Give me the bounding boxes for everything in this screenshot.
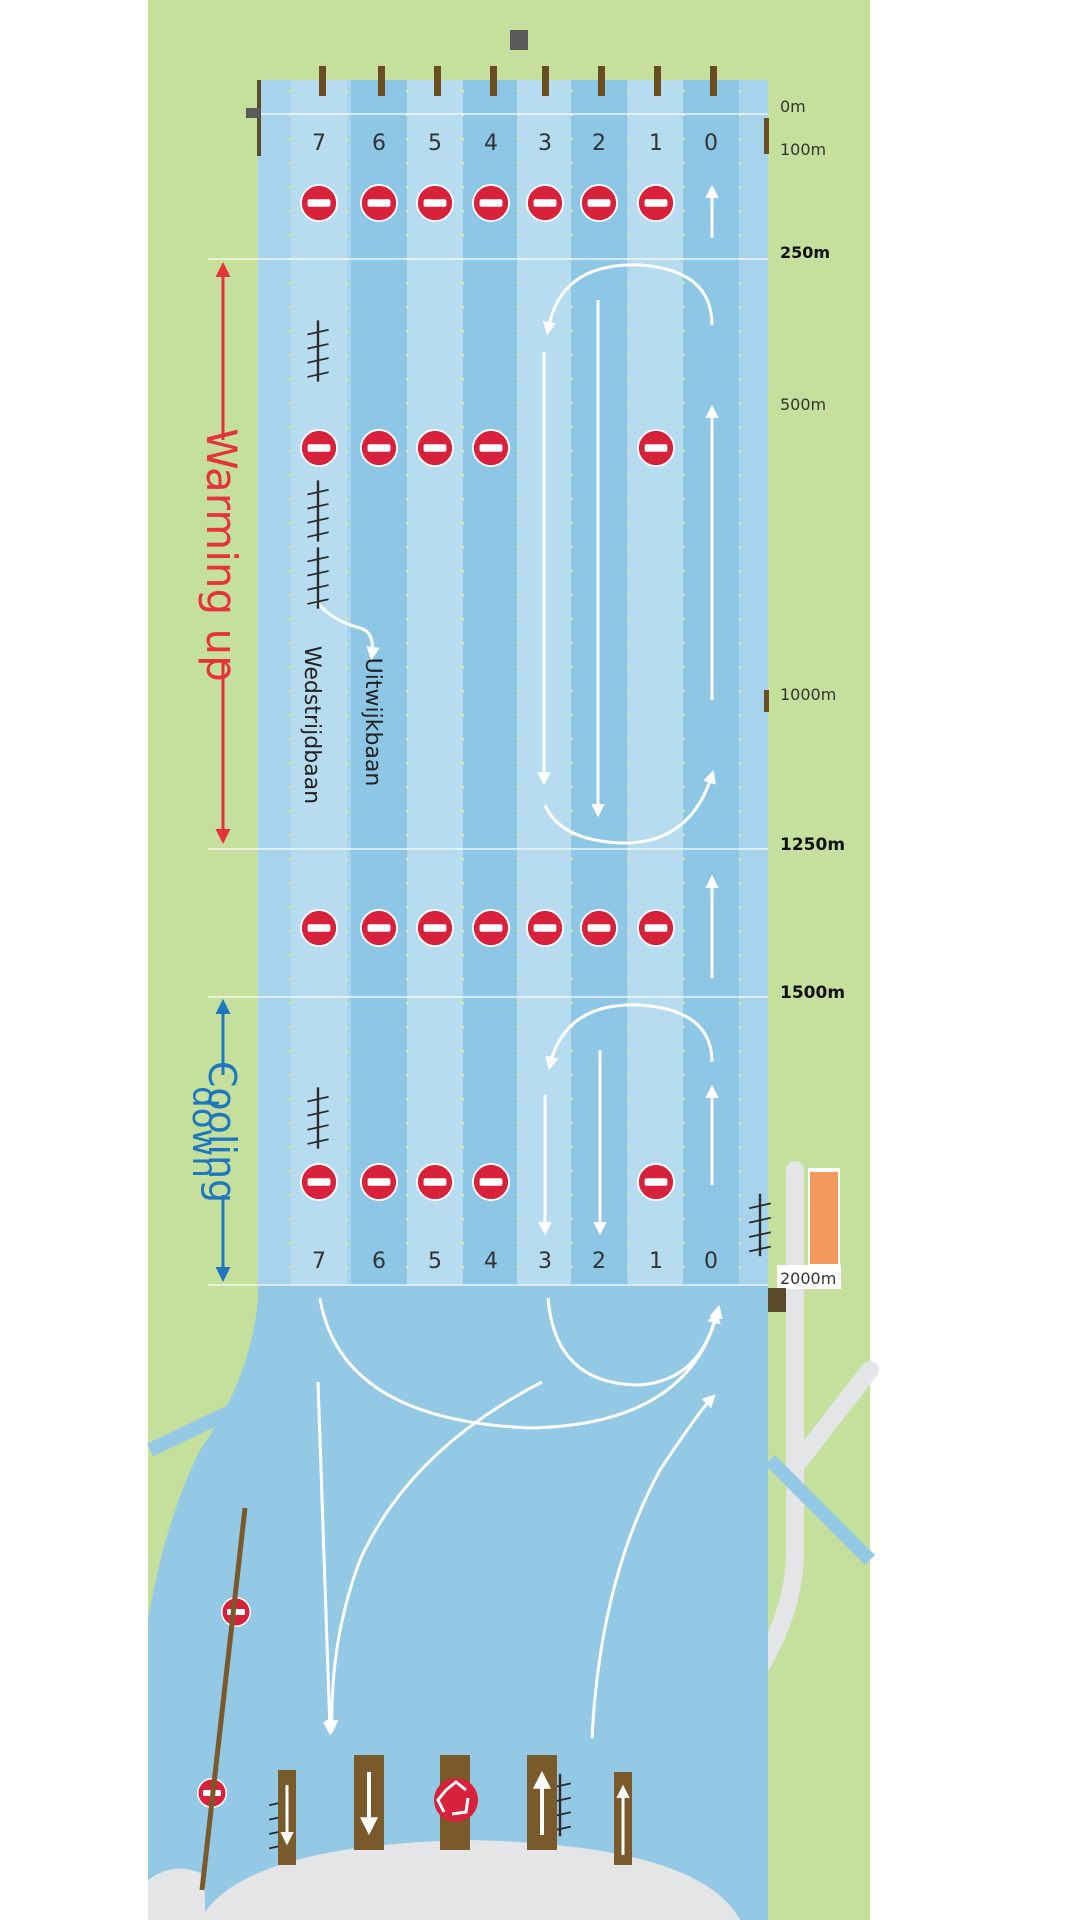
no-entry-icon <box>580 184 618 222</box>
no-entry-icon <box>526 909 564 947</box>
flow-arrow <box>318 1297 723 1430</box>
lane-stripe <box>291 80 347 1285</box>
start-post <box>598 66 605 96</box>
start-post <box>542 66 549 96</box>
lane-number: 7 <box>312 1249 326 1274</box>
no-entry-icon <box>360 1163 398 1201</box>
lane-number: 5 <box>428 1249 442 1274</box>
landing-area <box>200 1840 740 1920</box>
start-buoy-left <box>246 108 260 118</box>
no-entry-icon <box>300 909 338 947</box>
lane-number: 3 <box>538 1249 552 1274</box>
lane-number: 4 <box>484 131 498 156</box>
start-post <box>654 66 661 96</box>
no-entry-icon <box>416 1163 454 1201</box>
start-post <box>490 66 497 96</box>
lane-number: 2 <box>592 1249 606 1274</box>
no-entry-icon <box>580 909 618 947</box>
flow-arrow <box>325 1380 543 1734</box>
cooling-down-label-line1: Cooling <box>200 1061 244 1203</box>
no-entry-icon <box>300 1163 338 1201</box>
flow-arrow <box>542 263 714 336</box>
no-entry-icon <box>360 429 398 467</box>
distance-label-500m: 500m <box>780 395 826 414</box>
lane-number: 1 <box>649 131 663 156</box>
lane-stripe <box>463 80 519 1285</box>
start-posts <box>319 66 717 96</box>
no-entry-icon <box>416 909 454 947</box>
lane-number: 4 <box>484 1249 498 1274</box>
lane-stripes <box>291 80 739 1285</box>
flow-arrow <box>545 1003 714 1071</box>
lane-number: 6 <box>372 1249 386 1274</box>
landing-jetties <box>278 1755 632 1865</box>
lane-numbers-top: 7 6 5 4 3 2 1 0 <box>312 131 718 156</box>
no-entry-icon <box>637 909 675 947</box>
no-entry-icon <box>416 429 454 467</box>
start-post <box>434 66 441 96</box>
post-1000m <box>764 690 769 712</box>
flow-arrow <box>543 769 717 845</box>
lane-number: 5 <box>428 131 442 156</box>
lane-stripe <box>351 80 407 1285</box>
traffic-flow-arrows <box>313 184 723 1739</box>
distance-label-100m: 100m <box>780 140 826 159</box>
distance-label-1250m: 1250m <box>780 835 845 855</box>
race-lane-label: Wedstrijdbaan <box>299 646 324 804</box>
no-entry-icon <box>526 184 564 222</box>
lane-number: 6 <box>372 131 386 156</box>
lane-number: 7 <box>312 131 326 156</box>
start-post <box>710 66 717 96</box>
no-entry-icon <box>300 184 338 222</box>
flow-arrow <box>316 1381 337 1736</box>
lane-number: 0 <box>704 131 718 156</box>
finish-tower-roof <box>810 1172 838 1264</box>
no-entry-icon <box>416 184 454 222</box>
left-jetty <box>199 1507 248 1891</box>
no-entry-icon <box>637 184 675 222</box>
no-entry-icon <box>472 429 510 467</box>
warming-up-label: Warming up <box>197 428 246 682</box>
start-post <box>378 66 385 96</box>
flow-arrow <box>313 599 380 661</box>
recycle-icon <box>434 1778 478 1822</box>
cooling-down-label-line2: down <box>184 1086 224 1178</box>
distance-label-250m: 250m <box>780 243 830 262</box>
no-entry-icon <box>300 429 338 467</box>
lane-number: 3 <box>538 131 552 156</box>
post-100m <box>764 118 769 154</box>
distance-label-2000m: 2000m <box>780 1269 836 1288</box>
flow-arrow <box>546 1297 721 1387</box>
lane-number: 2 <box>592 131 606 156</box>
distance-label-1000m: 1000m <box>780 685 836 704</box>
no-entry-icon <box>637 1163 675 1201</box>
no-entry-icon <box>472 1163 510 1201</box>
finish-hut <box>768 1288 786 1312</box>
cooling-down-indicator: Cooling down <box>184 999 256 1282</box>
lane-stripe <box>407 80 463 1285</box>
lane-number: 1 <box>649 1249 663 1274</box>
warming-up-indicator: Warming up <box>197 262 246 844</box>
landing-path-left <box>148 1868 205 1920</box>
no-entry-icon <box>472 909 510 947</box>
distance-labels: 0m 100m 250m 500m 1000m 1250m 1500m 2000… <box>777 97 845 1289</box>
distance-label-0m: 0m <box>780 97 806 116</box>
start-post <box>319 66 326 96</box>
no-entry-icon <box>360 184 398 222</box>
escape-lane-label: Uitwijkbaan <box>360 658 385 787</box>
lane-numbers-bottom: 7 6 5 4 3 2 1 0 <box>312 1249 718 1274</box>
lane-number: 0 <box>704 1249 718 1274</box>
flow-arrow <box>590 1394 716 1739</box>
distance-label-1500m: 1500m <box>780 983 845 1003</box>
lane-stripe <box>628 80 684 1285</box>
finish-label-bg <box>777 1265 841 1289</box>
no-entry-icon <box>472 184 510 222</box>
distance-lines <box>208 113 768 1286</box>
no-entry-icon <box>360 909 398 947</box>
start-hut <box>510 30 528 50</box>
no-entry-icon <box>637 429 675 467</box>
